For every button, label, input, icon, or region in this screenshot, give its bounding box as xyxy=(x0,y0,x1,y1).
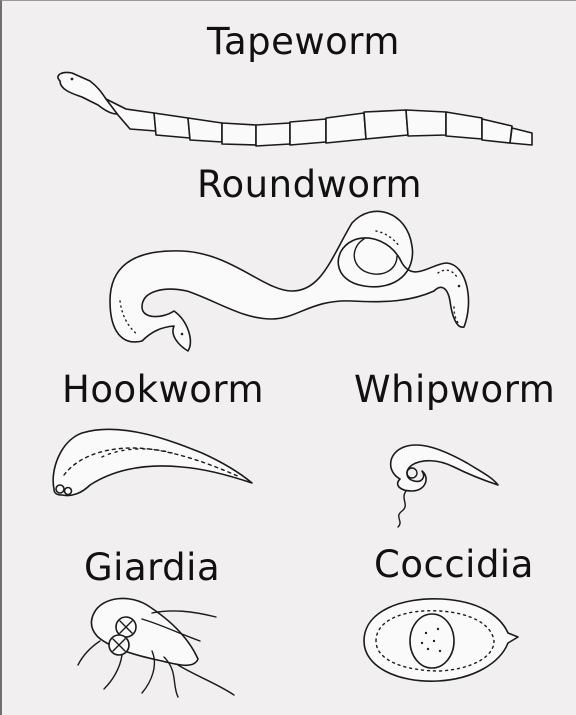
label-tapeworm: Tapeworm xyxy=(207,23,400,60)
tapeworm-illustration xyxy=(58,72,532,146)
coccidia-illustration xyxy=(364,599,518,681)
giardia-illustration xyxy=(78,598,234,697)
label-hookworm: Hookworm xyxy=(62,371,264,408)
label-coccidia: Coccidia xyxy=(374,546,534,583)
label-whipworm: Whipworm xyxy=(354,371,555,408)
hookworm-illustration xyxy=(53,429,252,495)
label-roundworm: Roundworm xyxy=(197,166,422,203)
whipworm-illustration xyxy=(391,445,498,527)
label-giardia: Giardia xyxy=(84,549,220,586)
roundworm-illustration xyxy=(110,211,469,351)
